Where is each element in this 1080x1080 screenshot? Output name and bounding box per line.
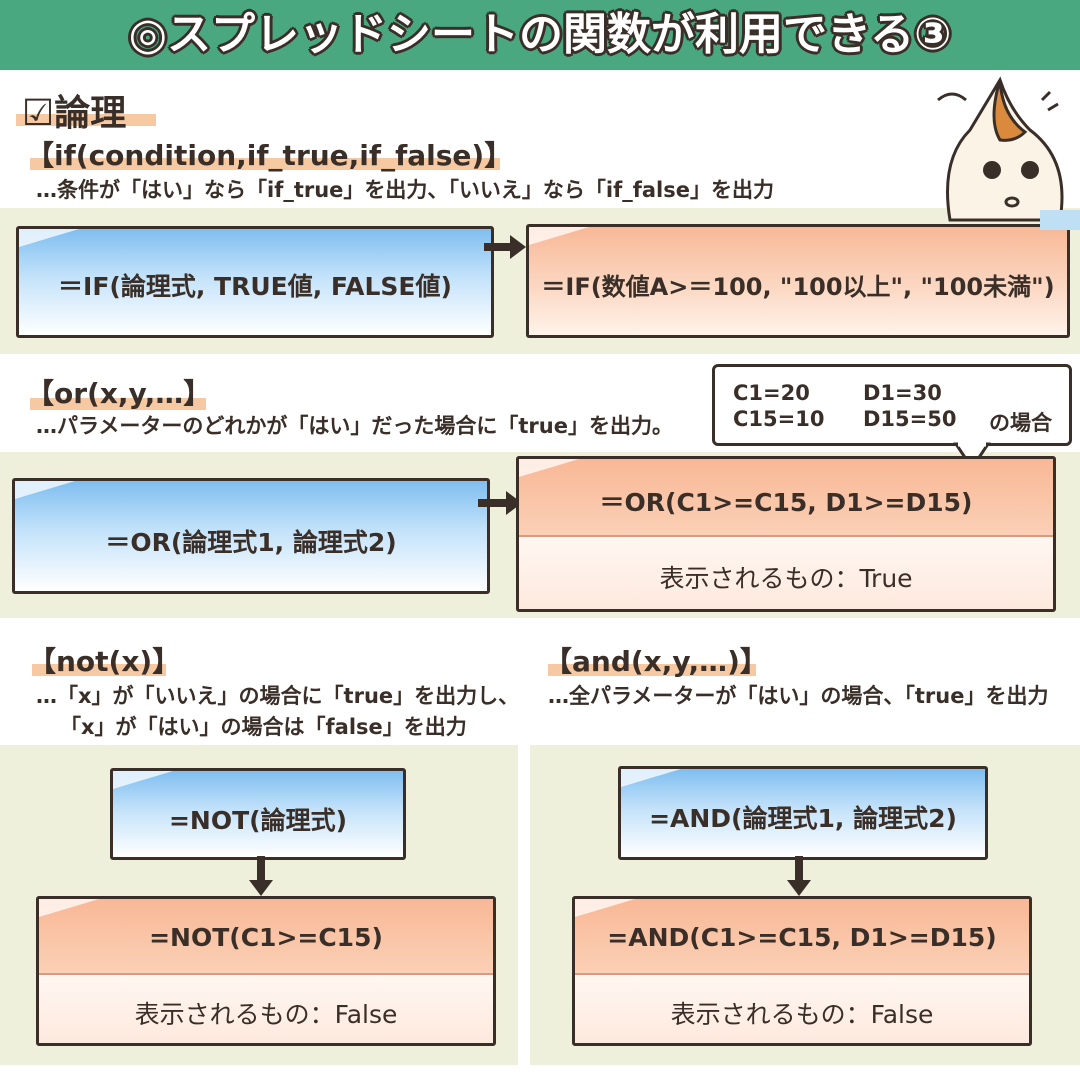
not-result-box: =NOT(C1>=C15) 表示されるもの：False — [36, 896, 496, 1046]
and-result-box: =AND(C1>=C15, D1>=D15) 表示されるもの：False — [572, 896, 1032, 1046]
or-heading-underline — [30, 398, 206, 410]
box-corner-shine — [19, 229, 79, 247]
box-corner-shine — [621, 769, 681, 787]
and-result: 表示されるもの：False — [670, 1000, 934, 1029]
box-corner-shine — [39, 899, 99, 917]
if-syntax: ＝IF(論理式, TRUE値, FALSE値) — [58, 272, 452, 301]
and-heading: 【and(x,y,…)】 — [544, 645, 768, 678]
or-result-box: ＝OR(C1>=C15, D1>=D15) 表示されるもの：True — [516, 456, 1056, 612]
note-d15: D15=50 — [863, 407, 957, 431]
note-d1: D1=30 — [863, 381, 942, 405]
or-description: …パラメーターのどれかが「はい」だった場合に「true」を出力。 — [36, 414, 673, 438]
down-arrow-icon — [249, 856, 273, 896]
or-syntax-box: ＝OR(論理式1, 論理式2) — [12, 478, 490, 594]
not-syntax: =NOT(論理式) — [168, 806, 348, 835]
or-syntax: ＝OR(論理式1, 論理式2) — [105, 528, 397, 557]
and-description: …全パラメーターが「はい」の場合、「true」を出力 — [548, 684, 1049, 708]
not-heading-underline — [32, 664, 166, 676]
if-example: ＝IF(数値A>＝100, "100以上", "100未満") — [541, 273, 1055, 301]
not-result: 表示されるもの：False — [134, 1000, 398, 1029]
not-result-area: 表示されるもの：False — [39, 975, 493, 1043]
not-example: =NOT(C1>=C15) — [149, 923, 383, 952]
not-description-line2: 「x」が「はい」の場合は「false」を出力 — [60, 715, 467, 739]
or-example-area: ＝OR(C1>=C15, D1>=D15) — [519, 459, 1053, 537]
and-example: =AND(C1>=C15, D1>=D15) — [607, 923, 997, 952]
note-c15: C15=10 — [733, 407, 825, 431]
if-syntax-box: ＝IF(論理式, TRUE値, FALSE値) — [16, 226, 494, 338]
and-result-area: 表示されるもの：False — [575, 975, 1029, 1043]
section-heading: ☑論理 — [22, 84, 126, 136]
ballot-box-with-check-icon: ☑ — [22, 93, 55, 134]
if-description: …条件が「はい」なら「if_true」を出力、「いいえ」なら「if_false」… — [36, 178, 775, 202]
section-label: 論理 — [54, 93, 127, 134]
if-example-box: ＝IF(数値A>＝100, "100以上", "100未満") — [526, 224, 1070, 338]
box-corner-shine — [529, 227, 589, 245]
not-syntax-box: =NOT(論理式) — [110, 768, 406, 860]
not-description-line1: …「x」が「いいえ」の場合に「true」を出力し、 — [36, 684, 520, 708]
note-suffix: の場合 — [989, 411, 1052, 435]
example-values-callout: C1=20 D1=30 C15=10 D15=50 の場合 — [712, 364, 1072, 446]
not-example-area: =NOT(C1>=C15) — [39, 899, 493, 975]
note-c1: C1=20 — [733, 381, 810, 405]
right-arrow-icon — [478, 491, 522, 515]
cat-mascot-illustration — [937, 76, 1080, 230]
box-corner-shine — [519, 459, 579, 477]
right-arrow-icon — [484, 235, 526, 259]
down-arrow-icon — [787, 856, 811, 896]
or-result: 表示されるもの：True — [659, 564, 913, 593]
box-corner-shine — [15, 481, 75, 499]
if-heading-underline — [30, 158, 500, 170]
or-heading: 【or(x,y,…】 — [26, 377, 212, 410]
title-bar — [0, 0, 1080, 70]
or-example: ＝OR(C1>=C15, D1>=D15) — [599, 488, 973, 517]
section-underline — [16, 114, 156, 126]
if-heading: 【if(condition,if_true,if_false)】 — [26, 139, 513, 172]
not-heading: 【not(x)】 — [28, 645, 181, 678]
page-title: ◎スプレッドシートの関数が利用できる③ — [128, 9, 952, 60]
and-syntax-box: =AND(論理式1, 論理式2) — [618, 766, 988, 860]
and-example-area: =AND(C1>=C15, D1>=D15) — [575, 899, 1029, 975]
box-corner-shine — [113, 771, 173, 789]
and-heading-underline — [548, 664, 756, 676]
or-result-area: 表示されるもの：True — [519, 537, 1053, 609]
and-syntax: =AND(論理式1, 論理式2) — [649, 804, 957, 833]
box-corner-shine — [575, 899, 635, 917]
